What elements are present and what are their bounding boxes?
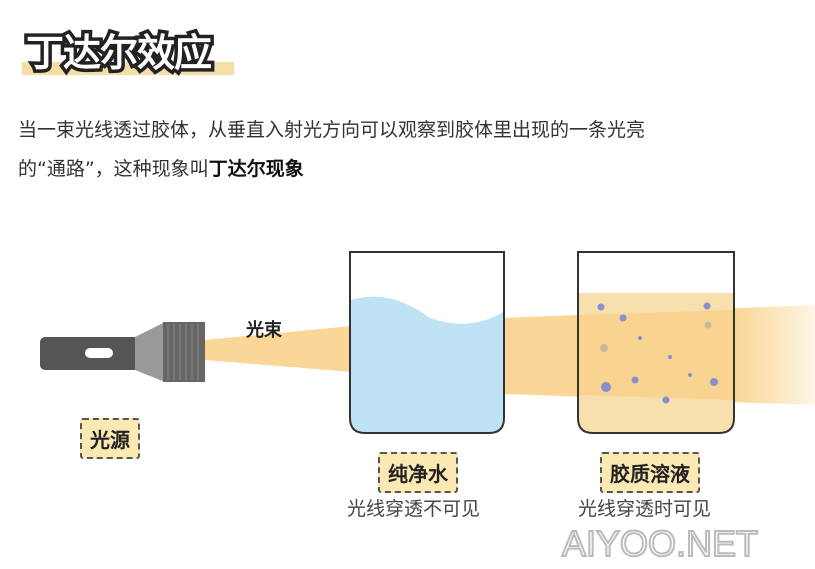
description-term: 丁达尔现象: [208, 158, 304, 180]
pure-water-tag: 纯净水: [378, 452, 458, 493]
pure-water-beaker: [349, 251, 505, 434]
flashlight-icon: [40, 322, 205, 382]
light-beam-1: [205, 326, 352, 372]
colloid-particles: [597, 302, 718, 404]
light-source-tag: 光源: [80, 418, 140, 459]
title-highlight: [22, 62, 234, 75]
pure-water-caption: 光线穿透不可见: [347, 498, 481, 520]
colloid-caption: 光线穿透时可见: [578, 498, 712, 520]
description-line-2: 的“通路”，这种现象叫丁达尔现象: [18, 154, 304, 181]
watermark-text: AIYOO.NET: [561, 522, 759, 565]
light-beam-in-colloid: [579, 310, 733, 400]
description-text: 的“通路”，这种现象叫: [18, 158, 209, 180]
colloid-tag: 胶质溶液: [600, 452, 700, 493]
watermark: AIYOO.NET: [558, 522, 815, 569]
beam-label: 光束: [246, 320, 282, 341]
page-title: 丁达尔效应: [22, 28, 215, 79]
colloid-beaker: [577, 251, 735, 434]
water-liquid: [351, 296, 503, 432]
description-line-1: 当一束光线透过胶体，从垂直入射光方向可以观察到胶体里出现的一条光亮: [18, 119, 646, 141]
